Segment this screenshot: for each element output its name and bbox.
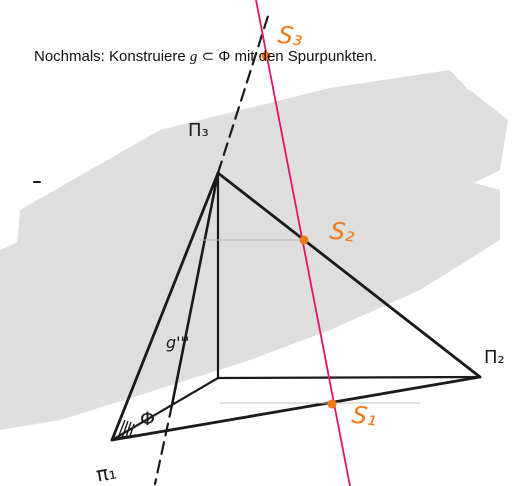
point-s3 [261,51,271,61]
label-g3: g''' [166,333,189,352]
angle-hatch [116,419,137,439]
annotation-s3: S₃ [276,20,305,51]
trace-pi3 [110,171,220,442]
line-g3-dashed-up [216,14,270,175]
caption: Nochmals: Konstruiere g ⊂ Φ mit den Spur… [34,48,377,65]
construction [33,14,482,486]
point-s1 [327,399,337,409]
label-pi1: π₁ [94,459,118,486]
caption-phi: Φ [218,48,230,65]
label-phi: Φ [140,408,155,430]
caption-g: g [190,49,198,65]
axis-pi2 [216,375,482,380]
trace-pi1 [110,375,482,442]
annotation-s1: S₁ [350,400,379,431]
axis-pi1 [110,376,220,442]
caption-prefix: Nochmals: Konstruiere [34,48,190,65]
label-pi2: Π₂ [484,347,505,368]
point-s2 [299,235,309,245]
scan-shading [0,70,508,430]
caption-suffix: mit den Spurpunkten. [230,48,377,65]
annotation-s2: S₂ [328,216,357,247]
line-g3-dashed-down [153,403,174,486]
trace-pi2 [216,171,482,379]
line-g3 [170,171,220,407]
label-pi3: Π₃ [188,120,209,141]
caption-op: ⊂ [197,48,218,65]
caption-background [28,40,448,70]
